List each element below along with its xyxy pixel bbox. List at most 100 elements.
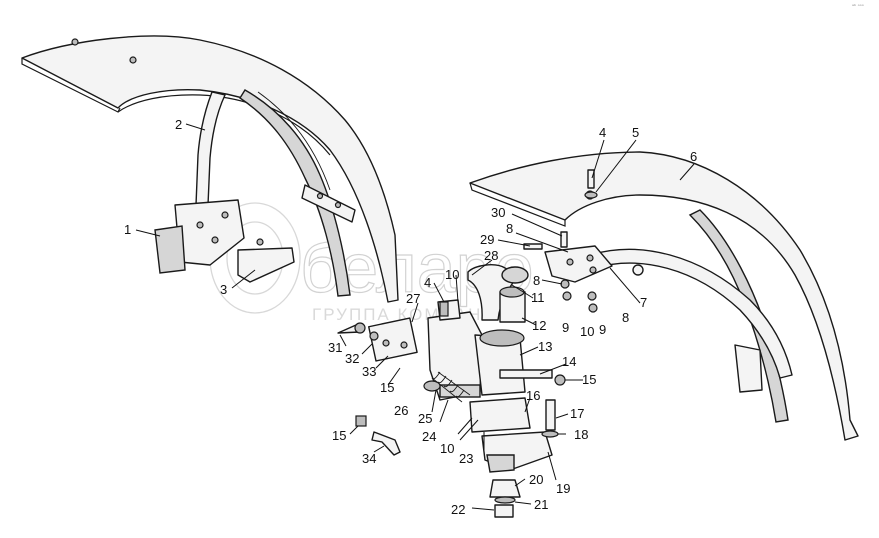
left-fender-bolt — [129, 56, 137, 64]
nut-8 — [587, 291, 597, 301]
nut-15 — [554, 374, 566, 386]
callout-26: 26 — [394, 403, 408, 418]
right-fender-front-edge — [469, 182, 566, 227]
housing-top — [479, 329, 525, 347]
left-fender-inner-wall — [239, 89, 351, 297]
nut-9 — [588, 303, 598, 313]
left-mount-bracket — [174, 199, 245, 266]
callout-14: 14 — [562, 354, 576, 369]
callout-27: 27 — [406, 291, 420, 306]
right-fender-stay-eye — [632, 264, 644, 276]
nut-15 — [355, 415, 367, 427]
clamp-block — [486, 454, 515, 473]
right-fender-shell — [469, 151, 859, 441]
bottom-stack — [481, 399, 559, 518]
plate-hole — [400, 341, 408, 349]
watermark-tagline: ГРУППА КОМПАНИЙ — [312, 305, 511, 324]
right-mount-assembly — [523, 169, 613, 313]
bolt-4-upper — [587, 169, 595, 189]
callout-15-left: 15 — [332, 428, 346, 443]
washer-33 — [369, 331, 379, 341]
callout-9: 9 — [562, 320, 569, 335]
callout-17: 17 — [570, 406, 584, 421]
left-fender-crease — [257, 91, 331, 191]
plate-hole — [586, 254, 594, 262]
hinge-foot — [439, 384, 481, 398]
bracket-bolt — [221, 211, 229, 219]
callout-12: 12 — [532, 318, 546, 333]
callout-18: 18 — [574, 427, 588, 442]
callout-10-lower: 10 — [440, 441, 454, 456]
callout-5: 5 — [632, 125, 639, 140]
callout-15-mid: 15 — [380, 380, 394, 395]
lower-block-23 — [469, 397, 531, 433]
left-arm-bracket — [237, 247, 295, 283]
left-fender — [21, 35, 399, 303]
callout-11: 11 — [531, 290, 545, 305]
left-fender-bolt — [334, 201, 342, 209]
callout-10: 10 — [445, 267, 459, 282]
cap-20 — [489, 479, 521, 498]
left-support-assembly — [154, 91, 295, 283]
cap-11 — [501, 266, 529, 284]
left-fender-front-edge — [21, 58, 121, 113]
callout-7: 7 — [640, 295, 647, 310]
left-fender-lip — [117, 94, 331, 156]
callout-24: 24 — [422, 429, 436, 444]
left-fender-bolt — [316, 192, 324, 200]
bracket-bolt — [211, 236, 219, 244]
bolt-29 — [523, 243, 543, 250]
plate-hole — [589, 266, 597, 274]
callout-13: 13 — [538, 339, 552, 354]
right-fender-lower-bracket — [734, 344, 763, 393]
callout-20: 20 — [529, 472, 543, 487]
nut-8 — [560, 279, 570, 289]
callout-9-right: 9 — [599, 322, 606, 337]
callout-8: 8 — [506, 221, 513, 236]
right-fender — [469, 151, 859, 441]
callout-15-right: 15 — [582, 372, 596, 387]
callout-21: 21 — [534, 497, 548, 512]
left-clamp-plate — [154, 225, 186, 274]
callout-33: 33 — [362, 364, 376, 379]
bracket-plate-32 — [368, 317, 418, 362]
callout-23: 23 — [459, 451, 473, 466]
bracket-bolt — [196, 221, 204, 229]
right-fender-inner-wall — [688, 209, 789, 423]
callout-labels: 1 2 3 4 5 6 30 8 29 28 10 4 8 11 12 9 10… — [124, 117, 697, 517]
callout-28: 28 — [484, 248, 498, 263]
bolt-4-lower — [439, 301, 449, 317]
callout-6: 6 — [690, 149, 697, 164]
central-pivot-assembly — [467, 264, 529, 323]
washer-18 — [541, 430, 559, 438]
callout-4-lower: 4 — [424, 275, 431, 290]
callout-2: 2 — [175, 117, 182, 132]
cotter-pin-34 — [371, 431, 401, 456]
bolt-14 — [499, 369, 553, 379]
callout-8-mid: 8 — [533, 273, 540, 288]
callout-16: 16 — [526, 388, 540, 403]
washer-21 — [494, 496, 516, 504]
support-tube — [195, 91, 226, 206]
loose-parts — [337, 301, 449, 456]
right-fender-stay — [589, 248, 793, 379]
callout-8-right: 8 — [622, 310, 629, 325]
leader-lines — [135, 123, 695, 511]
callout-1: 1 — [124, 222, 131, 237]
callout-34: 34 — [362, 451, 376, 466]
callout-3: 3 — [220, 282, 227, 297]
callout-30: 30 — [491, 205, 505, 220]
bracket-bolt — [256, 238, 264, 246]
callout-29: 29 — [480, 232, 494, 247]
callout-32: 32 — [345, 351, 359, 366]
bolt-30 — [560, 231, 568, 248]
callout-19: 19 — [556, 481, 570, 496]
hinge-body — [368, 299, 531, 433]
callout-4: 4 — [599, 125, 606, 140]
callout-25: 25 — [418, 411, 432, 426]
callout-10-right: 10 — [580, 324, 594, 339]
left-fender-bolt — [71, 38, 79, 46]
washer-26 — [423, 380, 441, 392]
callout-22: 22 — [451, 502, 465, 517]
